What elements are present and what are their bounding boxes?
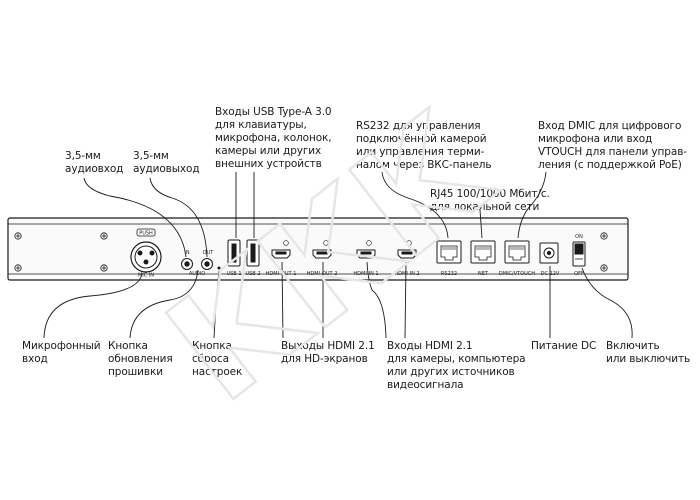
net-label: NET bbox=[478, 271, 489, 277]
hdmi-out1-label: HDMI-OUT 1 bbox=[266, 271, 297, 277]
leader-rj45 bbox=[479, 209, 483, 239]
leader-mic bbox=[43, 272, 143, 339]
callout-mic: Микрофонный вход bbox=[22, 340, 101, 365]
reset-button bbox=[217, 266, 221, 270]
screw-icon bbox=[14, 232, 608, 272]
callout-rj45: RJ45 100/1000 Мбит/с. для локальной сети bbox=[430, 188, 550, 213]
xlr-mic-port bbox=[130, 228, 162, 273]
rs232-label: RS232 bbox=[441, 271, 457, 277]
audio-jack-in bbox=[181, 258, 193, 270]
mic-in-label: MIC IN bbox=[138, 273, 154, 279]
callout-power: Питание DC bbox=[531, 340, 597, 352]
leader-audio-out bbox=[149, 177, 208, 258]
usb2-label: USB 2 bbox=[245, 271, 260, 277]
leader-dmic bbox=[517, 171, 547, 239]
callout-audio-out: 3,5-мм аудиовыход bbox=[133, 150, 200, 175]
audio-jack-out bbox=[201, 258, 213, 270]
off-label: OFF bbox=[574, 271, 584, 277]
callout-usb: Входы USB Type-A 3.0 для клавиатуры, мик… bbox=[215, 106, 332, 170]
rs232-port bbox=[436, 240, 462, 264]
callout-hdmi-out: Выходы HDMI 2.1 для HD-экранов bbox=[281, 340, 375, 365]
out-label: OUT bbox=[203, 250, 215, 256]
dmic-port bbox=[504, 240, 530, 264]
push-label: PUSH bbox=[139, 230, 153, 236]
callout-switch: Включить или выключить bbox=[606, 340, 691, 365]
device-rear-panel bbox=[7, 217, 629, 281]
usb1-label: USB 1 bbox=[226, 271, 241, 277]
callout-reset: Кнопка сброса настроек bbox=[192, 340, 243, 378]
dmic-label: DMIC/VTOUCH bbox=[499, 271, 535, 277]
on-label: ON bbox=[575, 234, 583, 240]
leader-rs232 bbox=[381, 171, 449, 239]
usb-port-1 bbox=[227, 239, 241, 267]
leader-lines bbox=[43, 171, 633, 339]
hdmi-in1-label: HDMI-IN 1 bbox=[353, 271, 378, 277]
leader-hdmi-out-1 bbox=[281, 261, 284, 339]
net-port bbox=[470, 240, 496, 264]
dc-power-jack bbox=[539, 242, 559, 264]
callout-dmic: Вход DMIC для цифрового микрофона или вх… bbox=[538, 120, 687, 171]
power-switch bbox=[572, 241, 586, 267]
callout-audio-in: 3,5-мм аудиовход bbox=[65, 150, 124, 175]
leader-hdmi-in-2 bbox=[404, 261, 407, 339]
in-label: IN bbox=[184, 250, 189, 256]
leader-firmware bbox=[129, 269, 199, 339]
leader-hdmi-in-1 bbox=[366, 261, 387, 339]
leader-switch bbox=[581, 267, 633, 339]
leader-audio-in bbox=[83, 177, 187, 258]
usb-port-2 bbox=[246, 239, 260, 267]
leader-reset bbox=[213, 270, 220, 339]
hdmi-screw-icons bbox=[283, 240, 412, 246]
callout-rs232: RS232 для управления подключённой камеро… bbox=[356, 120, 492, 171]
callout-hdmi-in: Входы HDMI 2.1 для камеры, компьютера ил… bbox=[387, 340, 526, 391]
hdmi-out2-label: HDMI-OUT 2 bbox=[307, 271, 338, 277]
callout-firmware: Кнопка обновления прошивки bbox=[108, 340, 173, 378]
hdmi-in2-label: HDMI-IN 2 bbox=[394, 271, 419, 277]
